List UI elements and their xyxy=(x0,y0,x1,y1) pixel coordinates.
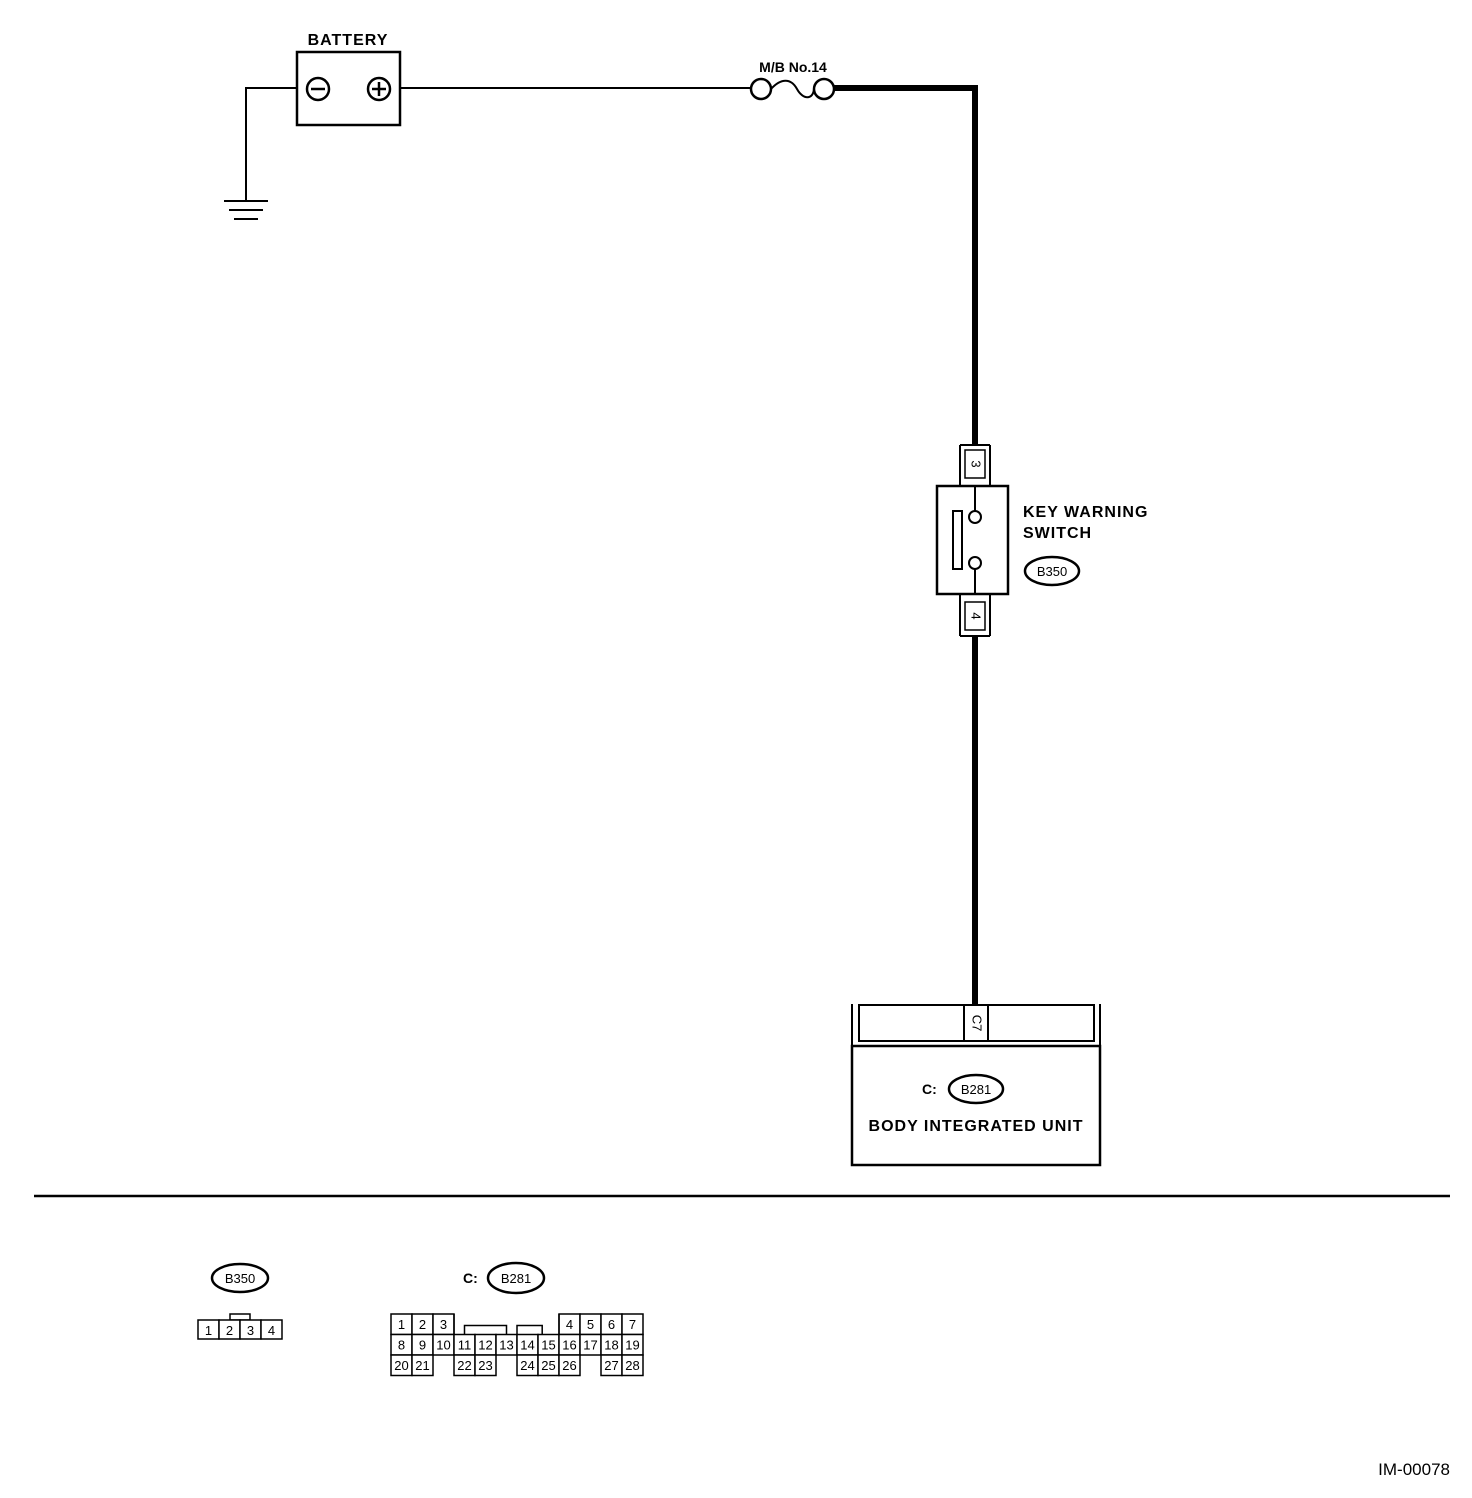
battery: BATTERY xyxy=(295,32,402,127)
fuse-label: M/B No.14 xyxy=(759,59,827,75)
legend-b350-badge xyxy=(210,1262,270,1294)
b281-pin-label: 23 xyxy=(478,1358,492,1373)
legend-b281-code: B281 xyxy=(501,1271,531,1286)
b281-pin-label: 25 xyxy=(541,1358,555,1373)
biu-connector-prefix: C: xyxy=(922,1081,937,1097)
b281-pin-label: 7 xyxy=(629,1317,636,1332)
b281-pin-cell xyxy=(411,1354,434,1377)
legend-b281-badge xyxy=(486,1261,546,1295)
fuse-terminal-left xyxy=(749,77,773,101)
b281-pin-label: 9 xyxy=(419,1338,426,1353)
b281-pin-label: 5 xyxy=(587,1317,594,1332)
fuse: M/B No.14 xyxy=(749,59,836,101)
body-integrated-unit: C7 C: B281 BODY INTEGRATED UNIT xyxy=(850,1004,1102,1167)
wire-fuse-to-switch xyxy=(834,85,978,445)
b281-pin-label: 10 xyxy=(436,1338,450,1353)
switch-pin-bottom: 4 xyxy=(969,612,984,619)
switch-contact-top xyxy=(968,510,982,524)
switch-label-line2: SWITCH xyxy=(1023,525,1092,542)
b281-pin-label: 28 xyxy=(625,1358,639,1373)
biu-pin-box xyxy=(963,1004,989,1042)
b281-pin-label: 17 xyxy=(583,1338,597,1353)
switch-connector-badge xyxy=(1023,555,1081,587)
b281-pin-label: 2 xyxy=(419,1317,426,1332)
b281-latch xyxy=(516,1324,543,1335)
b281-pin-label: 13 xyxy=(499,1338,513,1353)
switch-body xyxy=(935,484,1010,596)
legend-b281-prefix: C: xyxy=(463,1270,478,1286)
switch-label-line1: KEY WARNING xyxy=(1023,504,1148,521)
b281-pin-label: 18 xyxy=(604,1338,618,1353)
battery-label: BATTERY xyxy=(308,32,389,49)
legend-b350-code: B350 xyxy=(225,1271,255,1286)
b281-pin-label: 1 xyxy=(398,1317,405,1332)
battery-positive-terminal-icon xyxy=(366,76,392,102)
biu-pin-label: C7 xyxy=(970,1015,985,1032)
figure-id: IM-00078 xyxy=(1378,1460,1450,1479)
b281-pin-label: 20 xyxy=(394,1358,408,1373)
biu-connector-code: B281 xyxy=(961,1082,991,1097)
b281-pin-label: 14 xyxy=(520,1338,534,1353)
b281-pin-label: 16 xyxy=(562,1338,576,1353)
b281-pin-label: 24 xyxy=(520,1358,534,1373)
b281-pin-label: 19 xyxy=(625,1338,639,1353)
fuse-terminal-right xyxy=(812,77,836,101)
b281-pin-label: 11 xyxy=(458,1338,472,1353)
b281-pin-label: 4 xyxy=(566,1317,573,1332)
b281-pin-label: 26 xyxy=(562,1358,576,1373)
switch-pin-top-box xyxy=(964,449,986,479)
b350-pin-label: 1 xyxy=(205,1323,212,1338)
b281-pin-label: 6 xyxy=(608,1317,615,1332)
b281-pin-cell xyxy=(621,1354,644,1377)
b350-pin-cell xyxy=(260,1319,283,1340)
legend-b350-latch xyxy=(229,1313,251,1321)
b350-pin-label: 3 xyxy=(247,1323,254,1338)
b281-pin-label: 21 xyxy=(415,1358,429,1373)
b281-latch xyxy=(463,1324,508,1335)
key-warning-switch: 3 4 KEY WARNING SWITCH B350 xyxy=(935,444,1148,637)
fuse-element-icon xyxy=(770,79,815,99)
b281-pin-cell xyxy=(474,1354,497,1377)
b350-pin-label: 4 xyxy=(268,1323,275,1338)
switch-pin-top: 3 xyxy=(969,460,984,467)
biu-body xyxy=(850,1044,1102,1167)
switch-contact-bottom xyxy=(968,556,982,570)
biu-connector-badge xyxy=(947,1073,1005,1105)
switch-pin-bottom-box xyxy=(964,601,986,631)
b281-pin-label: 3 xyxy=(440,1317,447,1332)
switch-actuator xyxy=(952,510,963,570)
battery-negative-terminal-icon xyxy=(305,76,331,102)
b281-pin-label: 15 xyxy=(541,1338,555,1353)
b281-pin-label: 8 xyxy=(398,1338,405,1353)
b281-pin-cell xyxy=(558,1354,581,1377)
ground-symbol xyxy=(224,87,297,220)
biu-label: BODY INTEGRATED UNIT xyxy=(869,1118,1084,1135)
b350-pin-label: 2 xyxy=(226,1323,233,1338)
b281-pin-label: 27 xyxy=(604,1358,618,1373)
switch-connector-code: B350 xyxy=(1037,564,1067,579)
b281-pin-label: 12 xyxy=(478,1338,492,1353)
b281-pin-label: 22 xyxy=(457,1358,471,1373)
